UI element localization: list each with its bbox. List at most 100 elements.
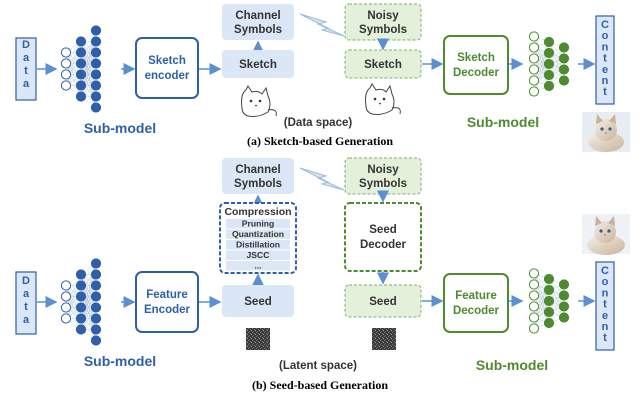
network-node	[528, 86, 540, 97]
network-node	[558, 279, 570, 290]
network-node	[75, 58, 87, 69]
sketch-encoder-label-1: Sketch	[148, 55, 186, 67]
network-node	[558, 301, 570, 312]
network-node	[528, 301, 540, 312]
network-edge	[533, 41, 550, 81]
sketch-box-right	[344, 49, 422, 79]
network-node	[90, 324, 102, 335]
network-node	[543, 295, 555, 307]
sketch-encoder-label-2: encoder	[145, 70, 190, 82]
content-letter: t	[603, 299, 607, 311]
network-edge	[65, 274, 82, 308]
sketch-label-right: Sketch	[364, 59, 402, 71]
network-edge	[548, 47, 565, 76]
content-letter: t	[603, 53, 607, 65]
network-edge	[533, 289, 550, 329]
decoder-network-bottom	[528, 268, 570, 334]
network-node	[75, 302, 87, 313]
content-letter: C	[601, 19, 609, 31]
network-edge	[548, 58, 565, 87]
network-node	[90, 91, 102, 102]
noise-seed-icon	[372, 328, 396, 350]
network-edge	[548, 284, 565, 313]
network-edge	[533, 278, 550, 318]
submodel-label-right-bottom: Sub-model	[476, 357, 548, 373]
network-node	[75, 91, 87, 102]
network-edge	[533, 278, 550, 307]
network-node	[543, 58, 555, 70]
kitten-photo	[582, 112, 630, 152]
content-letter: t	[603, 86, 607, 98]
feature-decoder-label-1: Feature	[455, 290, 497, 302]
wireless-channel-icon	[299, 13, 345, 37]
network-node	[90, 335, 102, 346]
channel-symbols-label-1: Channel	[235, 10, 280, 22]
sketch-encoder-box	[135, 37, 199, 99]
network-node	[75, 280, 87, 291]
compression-items: PruningQuantizationDistillationJSCC...	[226, 219, 290, 271]
sketch-decoder-label-1: Sketch	[457, 52, 495, 64]
data-box-top	[15, 37, 37, 101]
seed-decoder-label-1: Seed	[369, 224, 397, 236]
compression-item-bg	[226, 250, 290, 260]
network-node	[528, 323, 540, 334]
channel-symbols-box-bottom	[222, 158, 294, 194]
caption-b: (b) Seed-based Generation	[252, 378, 388, 392]
network-node	[558, 312, 570, 323]
network-node	[90, 269, 102, 280]
compression-title: Compression	[224, 206, 291, 218]
network-node	[90, 25, 102, 36]
network-node	[75, 313, 87, 324]
seed-box-right	[344, 284, 422, 318]
channel-symbols-box-top	[222, 4, 294, 40]
seed-label-left: Seed	[244, 296, 272, 308]
network-node	[543, 47, 555, 59]
network-edge	[533, 52, 550, 92]
content-letter: n	[602, 75, 609, 87]
network-node	[60, 280, 72, 291]
sketch-box-left	[222, 50, 294, 78]
network-node	[543, 69, 555, 81]
sketch-decoder-label-2: Decoder	[453, 67, 500, 79]
feature-encoder-box	[135, 271, 199, 333]
content-letter: C	[601, 265, 609, 277]
latent-space-label: (Latent space)	[279, 360, 357, 372]
content-box-bottom	[595, 261, 615, 351]
network-node	[90, 47, 102, 58]
network-node	[543, 80, 555, 92]
submodel-label-left-bottom: Sub-model	[84, 353, 156, 369]
content-letter: n	[602, 287, 609, 299]
network-node	[60, 47, 72, 58]
sketch-decoder-box	[443, 35, 509, 95]
channel-symbols-label-1: Channel	[235, 164, 280, 176]
network-edge	[80, 63, 97, 97]
content-letter: e	[602, 64, 608, 76]
network-node	[60, 302, 72, 313]
network-edge	[548, 47, 565, 87]
network-node	[528, 64, 540, 75]
network-node	[75, 80, 87, 91]
network-node	[75, 36, 87, 47]
network-node	[90, 280, 102, 291]
network-node	[90, 313, 102, 324]
cat-sketch-icon	[365, 83, 401, 115]
content-letter: o	[602, 30, 609, 42]
compression-item: Distillation	[236, 240, 280, 250]
network-node	[75, 47, 87, 58]
cat-sketch-icon	[241, 85, 277, 117]
noisy-symbols-label-2: Symbols	[359, 178, 407, 190]
network-edge	[65, 285, 82, 319]
noisy-symbols-label-2: Symbols	[359, 24, 407, 36]
network-node	[543, 317, 555, 329]
network-node	[60, 80, 72, 91]
network-node	[90, 258, 102, 269]
seed-box-left	[222, 285, 294, 317]
decoder-network-top	[528, 31, 570, 97]
feature-decoder-label-2: Decoder	[453, 305, 500, 317]
network-edge	[65, 41, 82, 75]
